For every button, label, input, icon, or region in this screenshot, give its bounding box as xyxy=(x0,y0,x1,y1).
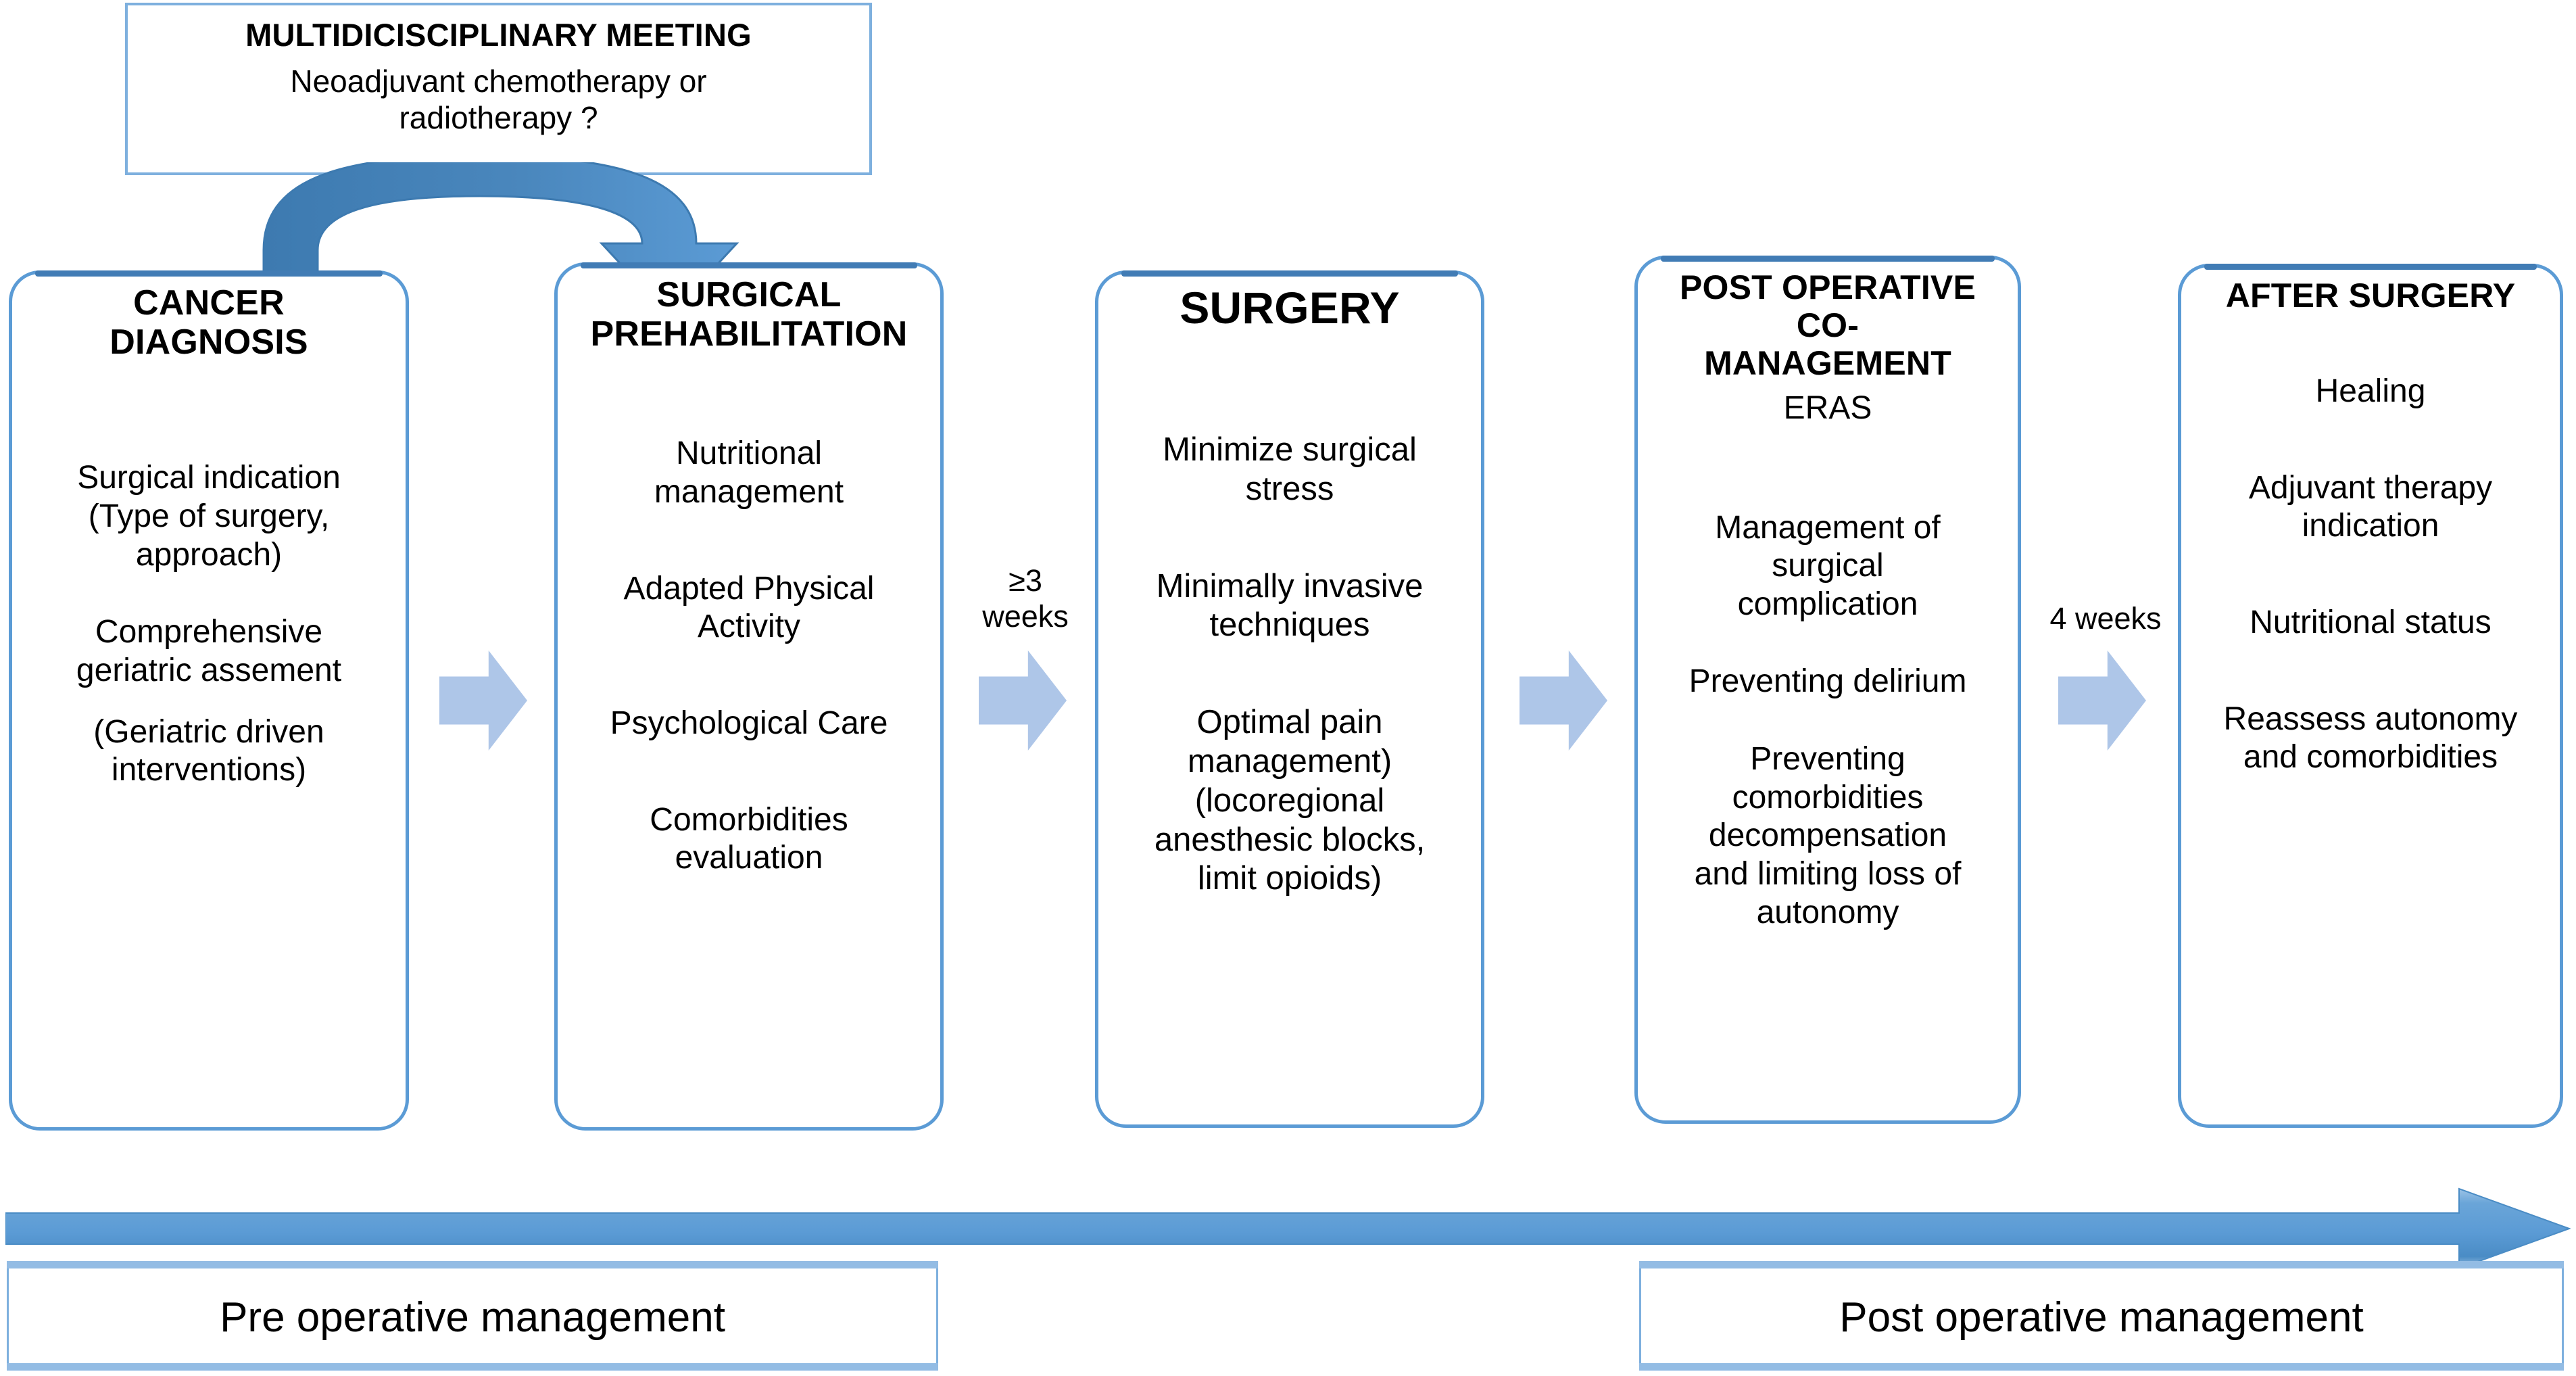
gap-label-three-weeks: ≥3 weeks xyxy=(968,563,1083,634)
stage-item: Adapted Physical xyxy=(623,570,875,607)
stage-item: Surgical indication xyxy=(77,460,341,496)
stage-box-surgery: SURGERY Minimize surgical stress Minimal… xyxy=(1095,270,1484,1128)
spacer xyxy=(2193,314,2548,373)
stage-subtitle-eras: ERAS xyxy=(1783,390,1872,426)
stage-title-surgical-prehabilitation: SURGICAL PREHABILITATION xyxy=(570,275,928,354)
gap-label-four-weeks: 4 weeks xyxy=(2049,601,2162,636)
footer-box-pre-operative-management: Pre operative management xyxy=(7,1261,938,1371)
stage-item: evaluation xyxy=(675,840,823,876)
stage-title-line-2: DIAGNOSIS xyxy=(110,323,308,362)
stage-item: complication xyxy=(1737,586,1918,622)
stage-title-line-2: PREHABILITATION xyxy=(590,314,908,354)
block-arrow-postoperative-to-after-surgery xyxy=(2058,650,2146,751)
spacer xyxy=(570,512,928,570)
timeline-arrow xyxy=(5,1187,2571,1270)
stage-item: Comorbidities xyxy=(650,801,848,838)
spacer xyxy=(1111,333,1469,392)
stage-item: autonomy xyxy=(1756,894,1899,930)
stage-item: Nutritional xyxy=(675,435,823,472)
stage-item: indication xyxy=(2302,508,2439,544)
stage-title-after-surgery: AFTER SURGERY xyxy=(2193,277,2548,314)
stage-item: Psychological Care xyxy=(610,705,888,741)
stage-item: interventions) xyxy=(111,752,307,788)
meeting-subtitle: Neoadjuvant chemotherapy or radiotherapy… xyxy=(135,63,862,137)
spacer xyxy=(1650,428,2006,486)
stage-item: (locoregional xyxy=(1194,782,1385,819)
stage-box-post-operative-co-management: POST OPERATIVE CO- MANAGEMENT ERAS Manag… xyxy=(1634,256,2021,1124)
stage-item: geriatric assement xyxy=(76,652,342,688)
stage-box-cancer-diagnosis: CANCER DIAGNOSIS Surgical indication (Ty… xyxy=(9,270,409,1131)
block-arrow-surgery-to-postoperative xyxy=(1520,650,1607,751)
stage-item: Healing xyxy=(2315,373,2426,409)
gap-label-line-2: weeks xyxy=(982,599,1069,634)
spacer xyxy=(1111,392,1469,431)
stage-title-line-1: AFTER SURGERY xyxy=(2225,277,2516,314)
stage-box-after-surgery: AFTER SURGERY Healing Adjuvant therapy i… xyxy=(2178,264,2563,1128)
spacer xyxy=(2193,546,2548,604)
stage-item: surgical xyxy=(1772,548,1884,584)
stage-title-post-operative-co-management: POST OPERATIVE CO- MANAGEMENT xyxy=(1650,268,2006,382)
multidisciplinary-meeting-box: MULTIDICISCIPLINARY MEETING Neoadjuvant … xyxy=(125,3,872,175)
spacer xyxy=(24,574,393,613)
stage-item: approach) xyxy=(135,536,283,573)
stage-item: management) xyxy=(1187,742,1392,780)
stage-title-line-2: CO- xyxy=(1796,306,1860,344)
footer-label-pre-operative: Pre operative management xyxy=(220,1294,725,1341)
stage-title-line-1: CANCER xyxy=(133,283,285,323)
stage-box-surgical-prehabilitation: SURGICAL PREHABILITATION Nutritional man… xyxy=(554,262,944,1131)
stage-item: (Geriatric driven xyxy=(93,713,324,750)
stage-item: Nutritional status xyxy=(2250,604,2492,640)
stage-item: management xyxy=(654,474,844,511)
spacer xyxy=(1111,509,1469,567)
stage-item: decompensation xyxy=(1708,817,1947,854)
stage-item: and limiting loss of xyxy=(1694,855,1962,892)
stage-item: Activity xyxy=(697,609,800,645)
stage-item: Minimize surgical xyxy=(1163,431,1417,468)
spacer xyxy=(2193,411,2548,469)
spacer xyxy=(1111,645,1469,703)
meeting-subtitle-line-2: radiotherapy ? xyxy=(399,99,598,135)
gap-label-line-1: ≥3 xyxy=(1008,563,1042,598)
stage-item: stress xyxy=(1245,470,1334,507)
spacer xyxy=(1650,623,2006,663)
footer-box-post-operative-management: Post operative management xyxy=(1639,1261,2564,1371)
spacer xyxy=(24,362,393,420)
spacer xyxy=(570,354,928,412)
stage-title-cancer-diagnosis: CANCER DIAGNOSIS xyxy=(24,283,393,362)
meeting-title: MULTIDICISCIPLINARY MEETING xyxy=(245,17,752,53)
stage-item: Minimally invasive xyxy=(1156,567,1424,604)
stage-title-line-1: SURGERY xyxy=(1180,283,1400,333)
stage-item: Comprehensive xyxy=(95,614,323,650)
spacer xyxy=(570,743,928,801)
stage-item: anesthesic blocks, xyxy=(1154,821,1426,858)
stage-item: Preventing delirium xyxy=(1688,663,1967,700)
spacer xyxy=(570,412,928,435)
stage-title-line-1: POST OPERATIVE xyxy=(1679,268,1976,306)
stage-item: Preventing xyxy=(1750,741,1905,778)
stage-item: Optimal pain xyxy=(1196,704,1383,741)
stage-title-surgery: SURGERY xyxy=(1111,283,1469,333)
spacer xyxy=(24,420,393,459)
spacer xyxy=(1650,486,2006,509)
stage-item: Management of xyxy=(1715,509,1941,546)
spacer xyxy=(1650,701,2006,740)
block-arrow-diagnosis-to-prehabilitation xyxy=(439,650,527,751)
spacer xyxy=(2193,642,2548,701)
stage-item: techniques xyxy=(1209,607,1370,644)
footer-label-post-operative: Post operative management xyxy=(1839,1294,2364,1341)
stage-title-line-3: MANAGEMENT xyxy=(1704,344,1951,382)
meeting-subtitle-line-1: Neoadjuvant chemotherapy or xyxy=(290,63,707,99)
spacer xyxy=(24,690,393,713)
stage-item: (Type of surgery, xyxy=(88,498,330,535)
stage-item: Adjuvant therapy xyxy=(2248,469,2493,506)
spacer xyxy=(570,646,928,705)
stage-title-line-1: SURGICAL xyxy=(656,275,842,314)
stage-item: limit opioids) xyxy=(1197,860,1382,897)
stage-item: comorbidities xyxy=(1732,779,1924,815)
stage-item: and comorbidities xyxy=(2243,739,2498,776)
stage-item: Reassess autonomy xyxy=(2223,701,2518,737)
block-arrow-prehabilitation-to-surgery xyxy=(979,650,1067,751)
